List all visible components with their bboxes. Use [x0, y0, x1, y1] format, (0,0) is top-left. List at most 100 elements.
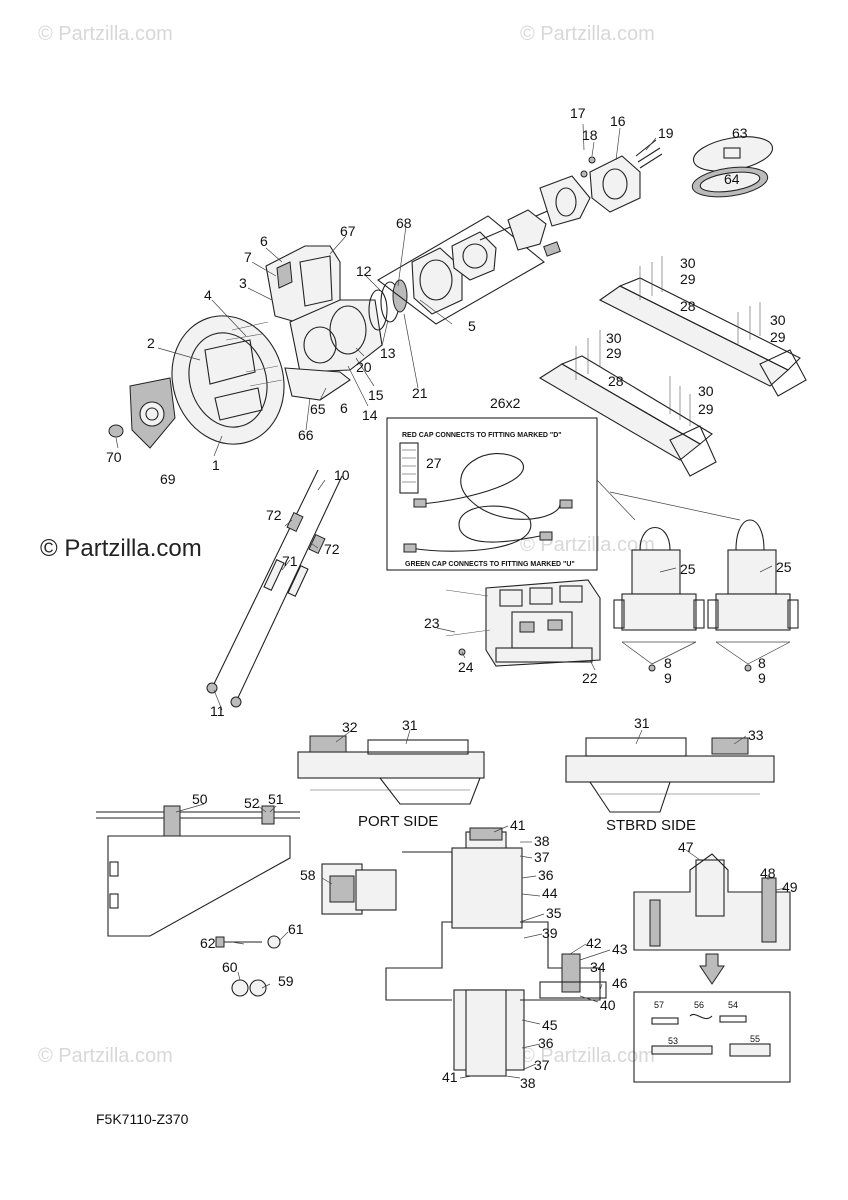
- seal-gasket-parts: [691, 136, 774, 198]
- callout-61: 61: [288, 921, 304, 937]
- callout-67: 67: [340, 223, 356, 239]
- callout-24: 24: [458, 659, 474, 675]
- callout-71: 71: [282, 553, 298, 569]
- leader-lines: [115, 123, 787, 1079]
- callout-16: 16: [610, 113, 626, 129]
- callout-36a: 36: [538, 867, 554, 883]
- callout-43: 43: [612, 941, 628, 957]
- starboard-side-mount: [565, 737, 775, 813]
- watermark-top-right: © Partzilla.com: [520, 23, 655, 45]
- callout-8b: 8: [758, 655, 766, 671]
- callout-29d: 29: [698, 401, 714, 417]
- actuator-left: [613, 526, 705, 672]
- callout-21: 21: [412, 385, 428, 401]
- callout-55: 55: [750, 1034, 760, 1044]
- callout-51: 51: [268, 791, 284, 807]
- callout-33: 33: [748, 727, 764, 743]
- port-side-label: PORT SIDE: [358, 813, 438, 830]
- callout-34: 34: [590, 959, 606, 975]
- callout-26: 26x2: [490, 395, 521, 411]
- callout-29a: 29: [680, 271, 696, 287]
- callout-22: 22: [582, 670, 598, 686]
- callout-44: 44: [542, 885, 558, 901]
- watermark-bottom-center: © Partzilla.com: [520, 1045, 655, 1067]
- callout-32: 32: [342, 719, 358, 735]
- callout-41b: 41: [442, 1069, 458, 1085]
- callout-56: 56: [694, 1000, 704, 1010]
- callout-39: 39: [542, 925, 558, 941]
- callout-40: 40: [600, 997, 616, 1013]
- callout-5: 5: [468, 318, 476, 334]
- callout-30d: 30: [698, 383, 714, 399]
- callout-38a: 38: [534, 833, 550, 849]
- diagram-code: F5K7110-Z370: [96, 1111, 189, 1127]
- callout-28b: 28: [608, 373, 624, 389]
- inset-parts-box: [633, 991, 791, 1083]
- callout-57: 57: [654, 1000, 664, 1010]
- cylinder-mount-upper: [598, 256, 807, 397]
- callout-37b: 37: [534, 1057, 550, 1073]
- callout-17: 17: [570, 105, 586, 121]
- pump-motor-assembly: [377, 139, 663, 325]
- callout-53: 53: [668, 1036, 678, 1046]
- small-hardware: [215, 935, 281, 997]
- pivot-bolt-assembly: [321, 827, 607, 1077]
- callout-41a: 41: [510, 817, 526, 833]
- callout-62: 62: [200, 935, 216, 951]
- callout-10: 10: [334, 467, 350, 483]
- steering-wheel-assembly: [108, 245, 408, 449]
- control-cables: [206, 469, 343, 708]
- callout-45: 45: [542, 1017, 558, 1033]
- callout-23: 23: [424, 615, 440, 631]
- watermark-bottom-left: © Partzilla.com: [38, 1045, 173, 1067]
- callout-2: 2: [147, 335, 155, 351]
- callout-69: 69: [160, 471, 176, 487]
- callout-13: 13: [380, 345, 396, 361]
- callout-3: 3: [239, 275, 247, 291]
- callout-47: 47: [678, 839, 694, 855]
- callout-29c: 29: [606, 345, 622, 361]
- callout-11: 11: [210, 703, 225, 719]
- callout-31a: 31: [402, 717, 418, 733]
- callout-15: 15: [368, 387, 384, 403]
- watermark-top-left: © Partzilla.com: [38, 23, 173, 45]
- callout-18: 18: [582, 127, 598, 143]
- actuator-right: [707, 519, 799, 672]
- callout-6b: 6: [340, 400, 348, 416]
- callout-6a: 6: [260, 233, 268, 249]
- callout-30a: 30: [680, 255, 696, 271]
- callout-38b: 38: [520, 1075, 536, 1091]
- callout-29b: 29: [770, 329, 786, 345]
- callout-numbers: 1 2 3 4 5 6 6 7 8 8 9 9 10 11 12 13 14 1…: [106, 105, 798, 1091]
- callout-30b: 30: [770, 312, 786, 328]
- callout-7: 7: [244, 249, 252, 265]
- callout-66: 66: [298, 427, 314, 443]
- callout-60: 60: [222, 959, 238, 975]
- callout-37a: 37: [534, 849, 550, 865]
- callout-4: 4: [204, 287, 212, 303]
- starboard-side-label: STBRD SIDE: [606, 817, 696, 834]
- trim-tab-bracket: [633, 853, 791, 985]
- callout-58: 58: [300, 867, 316, 883]
- callout-30c: 30: [606, 330, 622, 346]
- callout-1: 1: [212, 457, 220, 473]
- callout-52: 52: [244, 795, 260, 811]
- callout-72b: 72: [324, 541, 340, 557]
- callout-54: 54: [728, 1000, 738, 1010]
- callout-9b: 9: [758, 670, 766, 686]
- callout-46: 46: [612, 975, 628, 991]
- callout-42: 42: [586, 935, 602, 951]
- callout-31b: 31: [634, 715, 650, 731]
- callout-27: 27: [426, 455, 442, 471]
- callout-50: 50: [192, 791, 208, 807]
- callout-59: 59: [278, 973, 294, 989]
- callout-8a: 8: [664, 655, 672, 671]
- callout-9a: 9: [664, 670, 672, 686]
- callout-14: 14: [362, 407, 378, 423]
- callout-20: 20: [356, 359, 372, 375]
- callout-65: 65: [310, 401, 326, 417]
- callout-36b: 36: [538, 1035, 554, 1051]
- cylinder-mount-lower: [538, 330, 717, 477]
- callout-49: 49: [782, 879, 798, 895]
